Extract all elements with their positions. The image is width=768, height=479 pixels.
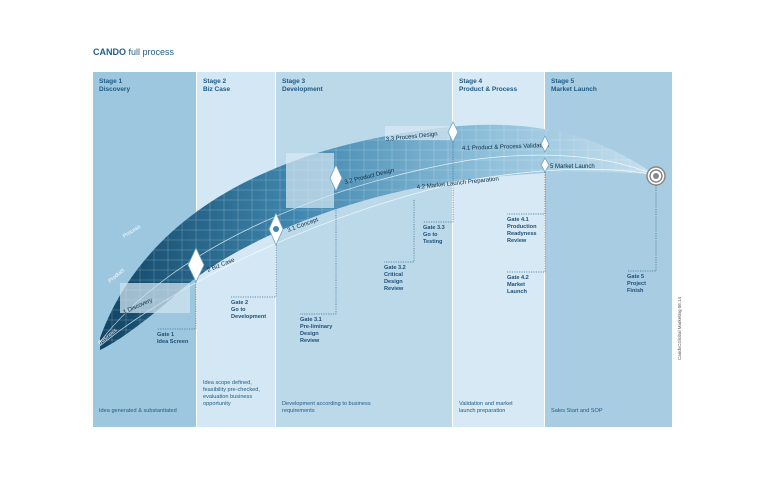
side-credit: CandoCGlobal Marketing 06.14 bbox=[677, 296, 682, 360]
target-icon bbox=[646, 166, 666, 186]
page-title: CANDO full process bbox=[93, 47, 175, 57]
lane-label-product: Product bbox=[107, 267, 126, 284]
stage-footer-1: Idea generated & substantiated bbox=[99, 408, 177, 414]
activity-5-market-launch: 5 Market Launch bbox=[550, 164, 595, 170]
stage-footer-2: Idea scope defined, feasibility pre-chec… bbox=[203, 380, 260, 407]
activity-block-3-1 bbox=[286, 153, 334, 208]
stage-footer-5: Sales Start and SOP bbox=[551, 408, 603, 414]
lane-label-process: Process bbox=[122, 224, 142, 240]
activity-block-3-3 bbox=[385, 126, 450, 140]
activity-4-1-validation: 4.1 Product & Process Validation bbox=[462, 143, 549, 152]
activity-3-3-process-design: 3.3 Process Design bbox=[386, 132, 438, 143]
stage-footer-4: Validation and market launch preparation bbox=[459, 401, 513, 414]
stage-footer-3: Development according to business requir… bbox=[282, 401, 371, 414]
gate-4-1-diamond bbox=[540, 135, 550, 153]
activity-block-1 bbox=[120, 283, 190, 313]
